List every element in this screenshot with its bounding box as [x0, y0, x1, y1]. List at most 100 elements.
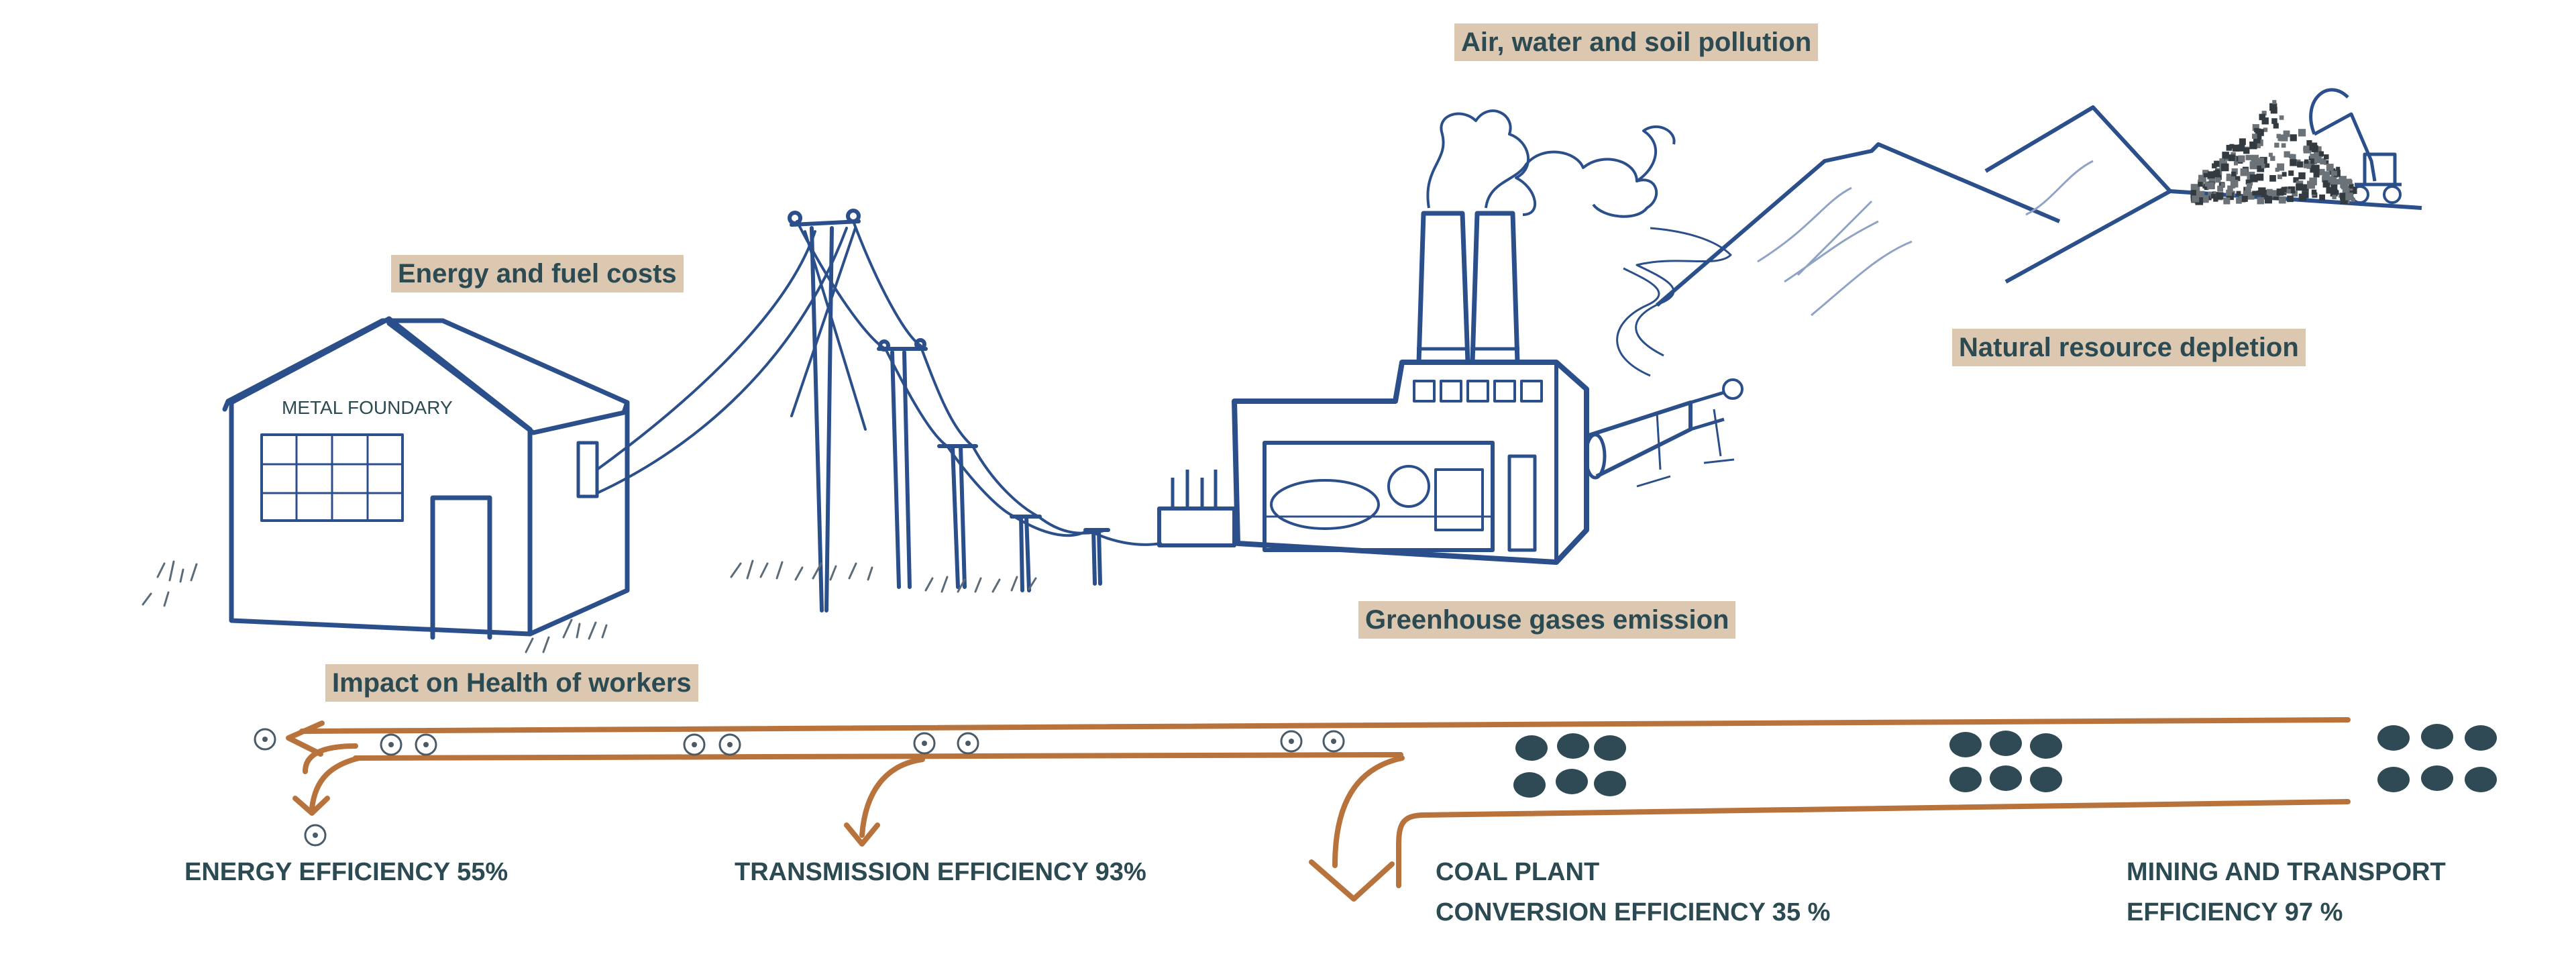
ore-pile [2190, 100, 2357, 205]
ore-fragment [2215, 177, 2221, 183]
ore-fragment [2282, 172, 2287, 177]
coal-plant-title: COAL PLANT [1436, 858, 1600, 886]
ore-fragment [2332, 170, 2337, 176]
ore-fragment [2190, 190, 2196, 196]
coal-icon [1990, 731, 2022, 756]
ore-fragment [2243, 147, 2250, 154]
ore-fragment [2233, 144, 2240, 152]
ore-fragment [2255, 128, 2261, 135]
ore-fragment [2311, 189, 2317, 195]
ore-fragment [2235, 176, 2241, 181]
ore-fragment [2195, 197, 2204, 205]
ore-fragment [2241, 195, 2248, 202]
coal-icon [1949, 732, 1982, 757]
ore-fragment [2252, 134, 2257, 139]
ore-fragment [2234, 161, 2239, 166]
ore-fragment [2204, 185, 2209, 191]
ore-fragment [2249, 141, 2257, 150]
ore-fragment [2198, 174, 2206, 183]
ore-fragment [2314, 156, 2321, 164]
ore-fragment [2326, 187, 2333, 194]
ore-fragment [2272, 100, 2277, 105]
circle-dot-center [262, 737, 268, 742]
ore-fragment [2307, 180, 2315, 189]
pollution-label: Air, water and soil pollution [1454, 23, 1819, 61]
ore-fragment [2339, 179, 2345, 184]
ore-fragment [2257, 164, 2265, 172]
ore-fragment [2306, 140, 2312, 146]
circle-dot-center [1289, 739, 1294, 744]
ore-fragment [2217, 185, 2224, 192]
ore-fragment [2332, 180, 2338, 186]
ore-fragment [2268, 152, 2273, 157]
ore-fragment [2222, 152, 2229, 159]
ore-fragment [2278, 196, 2286, 204]
ore-fragment [2318, 168, 2325, 176]
ore-fragment [2330, 184, 2338, 191]
energy-efficiency-label: ENERGY EFFICIENCY 55% [184, 852, 508, 892]
ore-fragment [2208, 171, 2215, 178]
ore-fragment [2208, 177, 2216, 184]
ore-fragment [2264, 196, 2273, 204]
ore-fragment [2218, 192, 2223, 197]
ore-fragment [2348, 180, 2353, 184]
ore-fragment [2247, 182, 2253, 189]
worker-health-label: Impact on Health of workers [325, 664, 698, 702]
circle-dot-center [313, 833, 318, 838]
ore-fragment [2247, 192, 2255, 200]
ore-fragment [2228, 154, 2235, 162]
ore-fragment [2313, 171, 2320, 178]
coal-icon [2421, 765, 2453, 791]
ore-fragment [2277, 174, 2282, 180]
ore-fragment [2230, 179, 2239, 188]
ore-fragment [2349, 186, 2357, 195]
mining-efficiency-label: MINING AND TRANSPORT EFFICIENCY 97 % [2127, 852, 2446, 932]
coal-icon [2465, 725, 2497, 751]
circle-dot-center [727, 742, 733, 747]
ore-fragment [2329, 180, 2334, 185]
ore-fragment [2293, 177, 2299, 183]
ore-fragment [2226, 176, 2231, 181]
ore-fragment [2302, 184, 2309, 191]
coal-icon [1557, 733, 1589, 759]
ore-fragment [2223, 197, 2231, 205]
coal-icon [1990, 765, 2022, 791]
ore-fragment [2322, 180, 2330, 188]
ore-fragment [2252, 191, 2257, 196]
transmission-efficiency-text: TRANSMISSION EFFICIENCY 93% [735, 858, 1146, 886]
ore-fragment [2192, 195, 2200, 203]
ore-fragment [2269, 103, 2277, 111]
ore-fragment [2267, 191, 2273, 197]
ore-fragment [2220, 163, 2229, 172]
foundry-sign: METAL FOUNDARY [282, 397, 453, 418]
coal-icon [2421, 724, 2453, 749]
ore-fragment [2273, 194, 2279, 201]
ore-fragment [2288, 170, 2294, 176]
transmission-efficiency-label: TRANSMISSION EFFICIENCY 93% [735, 852, 1146, 892]
ore-fragment [2245, 154, 2251, 160]
ore-fragment [2332, 195, 2337, 199]
ore-fragment [2251, 154, 2259, 163]
ore-fragment [2298, 129, 2306, 137]
ore-fragment [2292, 191, 2298, 197]
coal-icon [2030, 733, 2062, 759]
coal-icon [1556, 769, 1588, 794]
ore-fragment [2245, 179, 2251, 184]
ore-fragment [2319, 194, 2325, 201]
ore-fragment [2202, 170, 2209, 176]
ore-fragment [2257, 197, 2265, 205]
ore-fragment [2272, 190, 2279, 197]
ore-fragment [2249, 174, 2258, 182]
ore-fragment [2261, 117, 2269, 125]
ore-fragment [2231, 171, 2237, 176]
ore-fragment [2324, 160, 2329, 165]
ore-fragment [2226, 189, 2233, 196]
ore-fragment [2236, 191, 2241, 196]
ore-fragment [2288, 186, 2296, 194]
coal-plant-efficiency-text: CONVERSION EFFICIENCY 35 % [1436, 898, 1831, 926]
ore-fragment [2328, 176, 2334, 183]
circle-dot-center [922, 741, 927, 746]
ore-fragment [2297, 161, 2304, 168]
ore-fragment [2277, 163, 2285, 171]
ore-fragment [2298, 193, 2307, 201]
